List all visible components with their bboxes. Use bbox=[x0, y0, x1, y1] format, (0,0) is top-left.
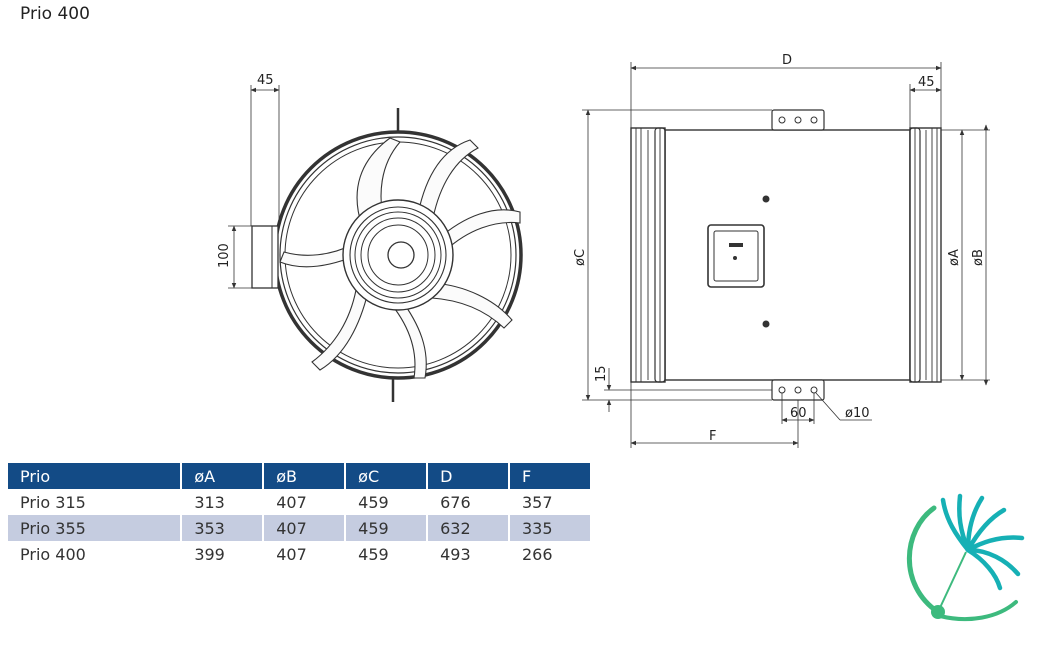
table-cell: Prio 400 bbox=[8, 541, 183, 567]
table-row: Prio 355 353 407 459 632 335 bbox=[8, 515, 590, 541]
table-row: Prio 315 313 407 459 676 357 bbox=[8, 489, 590, 515]
table-cell: 353 bbox=[182, 515, 265, 541]
side-dim-b-label: øB bbox=[971, 249, 986, 266]
table-cell: 676 bbox=[428, 489, 510, 515]
table-cell: 459 bbox=[346, 541, 429, 567]
table-cell: 632 bbox=[428, 515, 510, 541]
front-dim-width-label: 45 bbox=[257, 73, 274, 88]
table-header-cell: Prio bbox=[8, 463, 183, 489]
table-cell: 266 bbox=[522, 544, 553, 564]
table-cell: 407 bbox=[264, 489, 347, 515]
side-dim-d-label: D bbox=[782, 53, 792, 68]
technical-drawing: 45 100 bbox=[217, 53, 990, 448]
side-dim-a-label: øA bbox=[947, 249, 962, 266]
side-view bbox=[582, 62, 990, 448]
table-header-cell: F bbox=[510, 463, 590, 489]
side-dim-45-label: 45 bbox=[918, 75, 935, 90]
page-title: Prio 400 bbox=[20, 4, 90, 24]
table-cell: Prio 355 bbox=[8, 515, 183, 541]
table-cell: 459 bbox=[346, 515, 429, 541]
table-cell: 313 bbox=[182, 489, 265, 515]
table-cell: 357 bbox=[522, 492, 553, 512]
table-header-cell: D bbox=[428, 463, 510, 489]
dimensions-table: Prio øA øB øC D F Prio 315 313 407 459 6… bbox=[8, 463, 590, 567]
table-header-row: Prio øA øB øC D F bbox=[8, 463, 590, 489]
side-dim-f-label: F bbox=[709, 429, 716, 444]
table-cell: 459 bbox=[346, 489, 429, 515]
table-cell: Prio 315 bbox=[8, 489, 183, 515]
side-dim-hole-label: ø10 bbox=[845, 406, 870, 421]
front-view bbox=[228, 85, 523, 402]
table-cell: 407 bbox=[264, 541, 347, 567]
table-cell: 493 bbox=[428, 541, 510, 567]
table-header-cell: øB bbox=[264, 463, 347, 489]
table-cell: 335 bbox=[510, 515, 590, 541]
side-dim-15-label: 15 bbox=[594, 365, 609, 382]
table-row: Prio 400 399 407 459 493 266 bbox=[8, 541, 590, 567]
table-header-cell: øA bbox=[182, 463, 265, 489]
table-cell: 399 bbox=[182, 541, 265, 567]
front-dim-height-label: 100 bbox=[217, 243, 232, 268]
side-dim-c-label: øC bbox=[573, 249, 588, 266]
dandelion-logo-icon bbox=[906, 493, 1025, 622]
table-cell: 407 bbox=[264, 515, 347, 541]
table-header-cell: øC bbox=[346, 463, 429, 489]
side-dim-60-label: 60 bbox=[790, 406, 807, 421]
